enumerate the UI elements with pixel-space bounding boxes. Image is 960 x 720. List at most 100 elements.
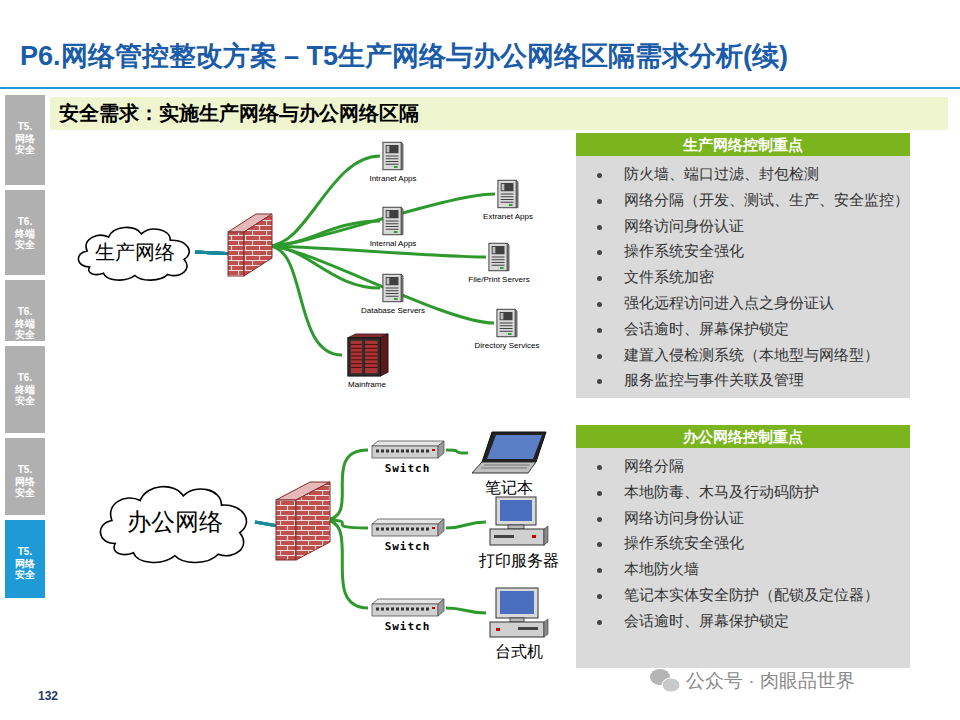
bullet-dot (597, 465, 602, 470)
device-icon: 打印服务器 (488, 495, 550, 549)
device-caption: Internal Apps (370, 239, 417, 248)
device-picture (370, 598, 445, 618)
network-name: 生产网络 (95, 239, 175, 266)
network-cloud: 办公网络 (92, 476, 258, 568)
device-picture (488, 495, 550, 549)
device-icon: Extranet Apps (497, 178, 519, 210)
connector (446, 522, 486, 528)
device-icon: Directory Services (496, 307, 518, 339)
device-picture (488, 586, 550, 640)
bullet-dot (597, 379, 602, 384)
page-number: 132 (38, 689, 58, 703)
device-picture (382, 205, 404, 237)
device-icon: Intranet Apps (382, 140, 404, 172)
device-caption: Switch (385, 620, 431, 633)
connector-line (255, 522, 284, 527)
list-panel: 办公网络控制重点网络分隔本地防毒、木马及行动码防护网络访问身份认证操作系统安全强… (576, 425, 910, 668)
bullet-item: 服务监控与事件关联及管理 (576, 368, 910, 394)
bullet-item: 笔记本实体安全防护（配锁及定位器） (576, 583, 910, 609)
connector (195, 246, 494, 323)
connector (255, 450, 368, 527)
bullet-text: 笔记本实体安全防护（配锁及定位器） (624, 587, 879, 603)
bullet-item: 强化远程访问进入点之身份证认 (576, 291, 910, 317)
connector-line (446, 522, 486, 528)
nav-tab: T5. 网络 安全 (5, 520, 45, 598)
nav-tab: T6. 终端 安全 (5, 190, 45, 275)
device-caption: 打印服务器 (479, 551, 559, 572)
device-caption: Switch (385, 540, 431, 553)
connector-line (268, 246, 380, 288)
firewall-symbol (276, 482, 330, 560)
watermark: 公众号 · 肉眼品世界 (686, 668, 855, 694)
device-icon: Database Servers (382, 272, 404, 304)
bullet-item: 操作系统安全强化 (576, 531, 910, 557)
tab-text: T5. 网络 安全 (13, 464, 37, 499)
panel-heading: 办公网络控制重点 (576, 425, 910, 448)
device-icon: Switch (370, 440, 445, 460)
bullet-item: 本地防火墙 (576, 557, 910, 583)
nav-tab: T5. 网络 安全 (5, 438, 45, 515)
connector-line (268, 246, 494, 323)
connector-line (446, 450, 468, 453)
bullet-text: 网络访问身份认证 (624, 218, 744, 234)
device-icon: Internal Apps (382, 205, 404, 237)
connector-line (324, 450, 368, 520)
bullet-item: 会话逾时、屏幕保护锁定 (576, 609, 910, 635)
connector-line (268, 194, 495, 246)
connector-line (268, 246, 342, 355)
device-caption: Extranet Apps (483, 212, 533, 221)
bullet-item: 本地防毒、木马及行动码防护 (576, 480, 910, 506)
connector (195, 246, 380, 288)
connector-line (195, 252, 236, 254)
bullet-dot (597, 173, 602, 178)
tab-text: T6. 终端 安全 (13, 216, 37, 251)
bullet-dot (597, 225, 602, 230)
heading-band: 安全需求：实施生产网络与办公网络区隔 (50, 97, 948, 130)
bullet-text: 会话逾时、屏幕保护锁定 (624, 321, 789, 337)
connector (446, 450, 468, 453)
device-picture (382, 140, 404, 172)
connector-line (324, 520, 368, 528)
connector (195, 221, 380, 254)
device-icon: 笔记本 (470, 430, 548, 476)
connector-line (195, 252, 236, 254)
device-caption: Intranet Apps (369, 174, 416, 183)
device-icon: File/Print Servers (488, 241, 510, 273)
bullet-dot (597, 594, 602, 599)
bullet-item: 防火墙、端口过滤、封包检测 (576, 162, 910, 188)
bullet-dot (597, 542, 602, 547)
bullet-dot (597, 354, 602, 359)
bullet-item: 建置入侵检测系统（本地型与网络型） (576, 343, 910, 369)
device-picture (470, 430, 548, 476)
connector-line (268, 156, 380, 246)
bullet-text: 建置入侵检测系统（本地型与网络型） (624, 347, 879, 363)
bullet-text: 网络分隔（开发、测试、生产、安全监控） (624, 192, 909, 208)
connector-line (255, 522, 284, 527)
connector-line (195, 252, 236, 254)
bullet-text: 本地防毒、木马及行动码防护 (624, 484, 819, 500)
connector (255, 520, 368, 528)
firewall-symbol (228, 214, 272, 276)
connector-line (195, 252, 236, 254)
connector-line (446, 608, 486, 613)
bullet-item: 网络访问身份认证 (576, 506, 910, 532)
nav-tab: T6. 终端 安全 (5, 280, 45, 341)
device-picture (497, 178, 519, 210)
connector (446, 608, 486, 613)
bullet-text: 本地防火墙 (624, 561, 699, 577)
bullet-dot (597, 302, 602, 307)
bullet-list: 防火墙、端口过滤、封包检测网络分隔（开发、测试、生产、安全监控） 网络访问身份认证… (576, 156, 910, 394)
bullet-text: 网络访问身份认证 (624, 510, 744, 526)
tab-text: T5. 网络 安全 (13, 121, 37, 156)
wechat-icon (650, 669, 680, 692)
device-caption: Directory Services (475, 341, 540, 350)
device-icon: Switch (370, 518, 445, 538)
nav-tab: T6. 终端 安全 (5, 346, 45, 433)
connector-line (324, 520, 368, 608)
bullet-item: 网络分隔（开发、测试、生产、安全监控） (576, 188, 910, 214)
bullet-dot (597, 328, 602, 333)
device-picture (344, 332, 390, 378)
device-caption: 笔记本 (485, 478, 533, 499)
bullet-dot (597, 568, 602, 573)
device-caption: Mainframe (348, 380, 386, 389)
